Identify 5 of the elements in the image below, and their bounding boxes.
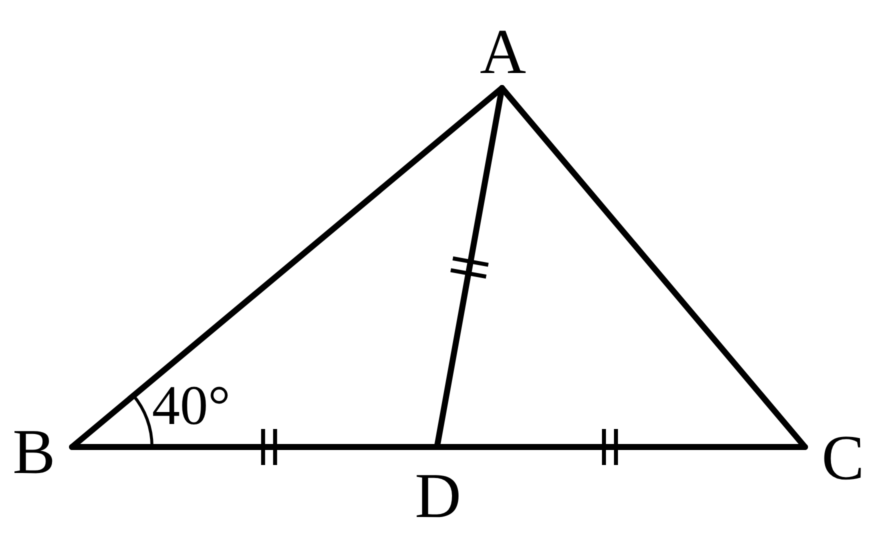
vertex-label: C xyxy=(822,426,864,490)
angle-label: 40° xyxy=(152,378,230,434)
vertex-label: A xyxy=(480,20,526,84)
vertex-label: D xyxy=(414,464,462,528)
vertex-label: B xyxy=(12,420,56,484)
